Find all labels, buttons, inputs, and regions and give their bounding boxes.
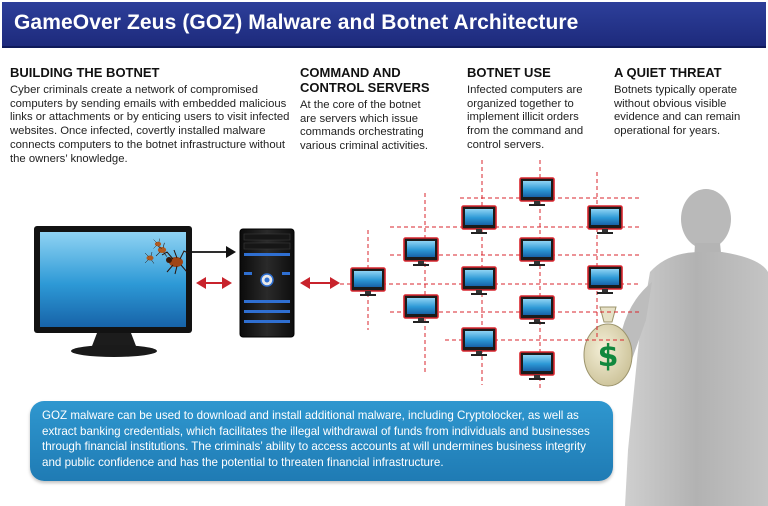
infected-computer-icon	[350, 267, 386, 297]
section-building-botnet: BUILDING THE BOTNET Cyber criminals crea…	[10, 65, 290, 166]
section-body: Cyber criminals create a network of comp…	[10, 84, 290, 165]
title-banner: GameOver Zeus (GOZ) Malware and Botnet A…	[2, 2, 766, 48]
infected-computer-icon	[587, 265, 623, 295]
section-command-control: COMMAND AND CONTROL SERVERS At the core …	[300, 65, 440, 154]
section-body: Botnets typically operate without obviou…	[614, 84, 741, 138]
infected-computer-icon	[461, 205, 497, 235]
section-heading: COMMAND AND CONTROL SERVERS	[300, 65, 430, 95]
infected-computer-icon	[587, 205, 623, 235]
section-heading: A QUIET THREAT	[614, 65, 722, 80]
infected-computer-icon	[519, 237, 555, 267]
command-arrow	[300, 277, 340, 289]
info-box: GOZ malware can be used to download and …	[30, 401, 613, 481]
section-body: Infected computers are organized togethe…	[467, 84, 584, 151]
info-text: GOZ malware can be used to download and …	[42, 409, 590, 470]
infection-arrows	[192, 246, 236, 289]
infected-computer-icon	[461, 266, 497, 296]
infected-computer-icon	[403, 237, 439, 267]
server-tower-icon	[239, 228, 295, 338]
infected-computer-icon	[519, 177, 555, 207]
section-heading: BUILDING THE BOTNET	[10, 65, 160, 80]
desktop-monitor-icon	[34, 226, 192, 357]
spider-malware-icon	[144, 238, 189, 275]
infected-computer-icon	[403, 294, 439, 324]
section-heading: BOTNET USE	[467, 65, 551, 80]
money-symbol: $	[598, 339, 619, 374]
infected-computer-icon	[519, 351, 555, 381]
page-title: GameOver Zeus (GOZ) Malware and Botnet A…	[14, 11, 579, 34]
infected-computers	[350, 177, 623, 381]
money-bag-icon: $	[583, 306, 633, 387]
criminal-silhouette-icon	[612, 189, 768, 506]
infected-computer-icon	[519, 295, 555, 325]
section-quiet-threat: A QUIET THREAT Botnets typically operate…	[614, 65, 764, 139]
section-body: At the core of the botnet are servers wh…	[300, 99, 429, 153]
infected-computer-icon	[461, 327, 497, 357]
section-botnet-use: BOTNET USE Infected computers are organi…	[467, 65, 597, 153]
